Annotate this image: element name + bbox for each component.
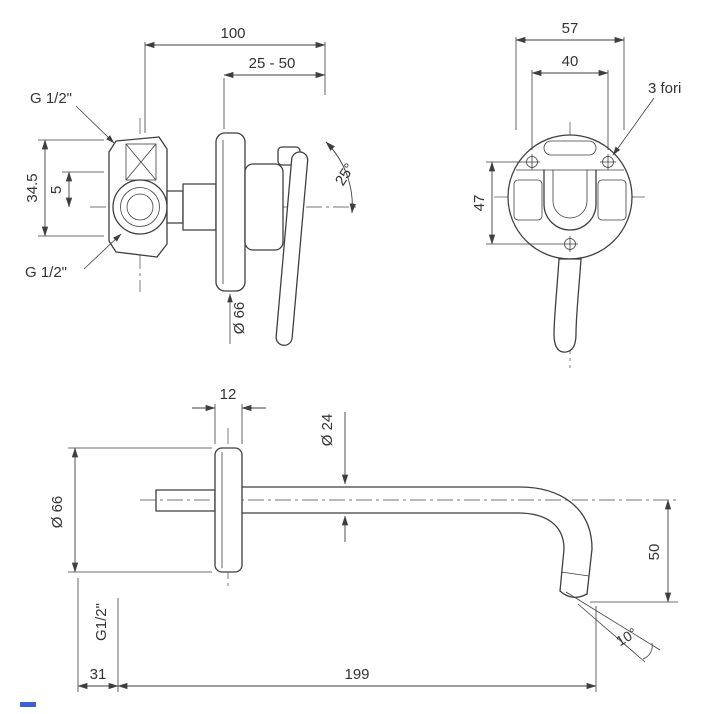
dim-31-label: 31: [90, 666, 107, 683]
outlet-angle-label: 10°: [613, 624, 639, 649]
dim-57-label: 57: [562, 20, 579, 37]
thread-bottom-leader: [83, 233, 122, 270]
cartridge-housing: [244, 163, 284, 251]
dim-66-label: Ø 66: [49, 496, 66, 529]
bracket-outer: [543, 169, 597, 231]
dim-34-5-label: 34.5: [24, 173, 41, 202]
thread-top-leader: [75, 105, 115, 144]
spout-outlet-mouth: [559, 590, 588, 598]
spout-tube-outer: [241, 486, 593, 595]
dim-40-label: 40: [562, 53, 579, 70]
spout-tube-inner: [241, 512, 565, 592]
dim-25-50-label: 25 - 50: [249, 55, 296, 72]
dim-100-extension-lines: [144, 42, 326, 133]
spout-thread-label: G1/2": [93, 603, 110, 641]
outlet-angle-arc: [642, 642, 653, 660]
dim-24-label: Ø 24: [319, 414, 336, 447]
spout-aerator-line: [560, 571, 590, 577]
thread-bottom-label: G 1/2": [25, 264, 67, 281]
front-cutout-left: [513, 179, 543, 221]
stem-neck: [166, 190, 184, 224]
flange-diameter-label: Ø 66: [231, 302, 248, 335]
dim-66-extension-lines: [68, 447, 212, 573]
dim-57-extension-lines: [515, 37, 625, 130]
dim-34-5-extension-lines: [38, 139, 104, 237]
stem-housing: [182, 183, 217, 231]
spout-flange: [214, 447, 243, 573]
holes-note-leader: [612, 97, 655, 156]
dim-5-label: 5: [48, 186, 65, 194]
dim-12-extension-lines: [214, 404, 243, 444]
handle-angle-label: 25°: [332, 160, 358, 188]
outlet-angle-lines: [565, 591, 661, 663]
handle-angle-arc: [325, 141, 356, 214]
mixer-front-view: 57 40 3 fori 47: [471, 20, 681, 368]
bottom-dims-extension-lines: [77, 578, 597, 692]
inlet-port-inner: [120, 187, 160, 227]
dim-12-label: 12: [220, 386, 237, 403]
dim-47-label: 47: [471, 195, 488, 212]
dim-199-label: 199: [344, 666, 369, 683]
hole-crosshairs: [524, 154, 616, 252]
mixer-side-view: 25° 100 25 - 50 G 1/2" 34.5 5 G 1/2" Ø 6…: [24, 25, 360, 346]
logo-mark: [20, 702, 36, 707]
spout-side-view: 12 Ø 24 Ø 66 G1/2" 31 199 50 10°: [49, 386, 678, 692]
body-top-cross: [125, 143, 157, 181]
inlet-port-outer: [112, 179, 168, 235]
bracket-inner: [552, 170, 588, 219]
dim-40-extension-lines: [531, 70, 609, 150]
handle-front: [553, 258, 582, 353]
holes-note-label: 3 fori: [648, 80, 681, 97]
handle-lever: [275, 151, 309, 346]
spout-inlet-stub: [155, 489, 216, 512]
escutcheon-flange: [215, 132, 246, 292]
thread-top-label: G 1/2": [30, 90, 72, 107]
front-cutout-right: [597, 179, 627, 221]
dim-50-label: 50: [646, 544, 663, 561]
front-top-slot: [543, 140, 597, 156]
inlet-port-thread: [126, 193, 154, 221]
dim-100-label: 100: [220, 25, 245, 42]
